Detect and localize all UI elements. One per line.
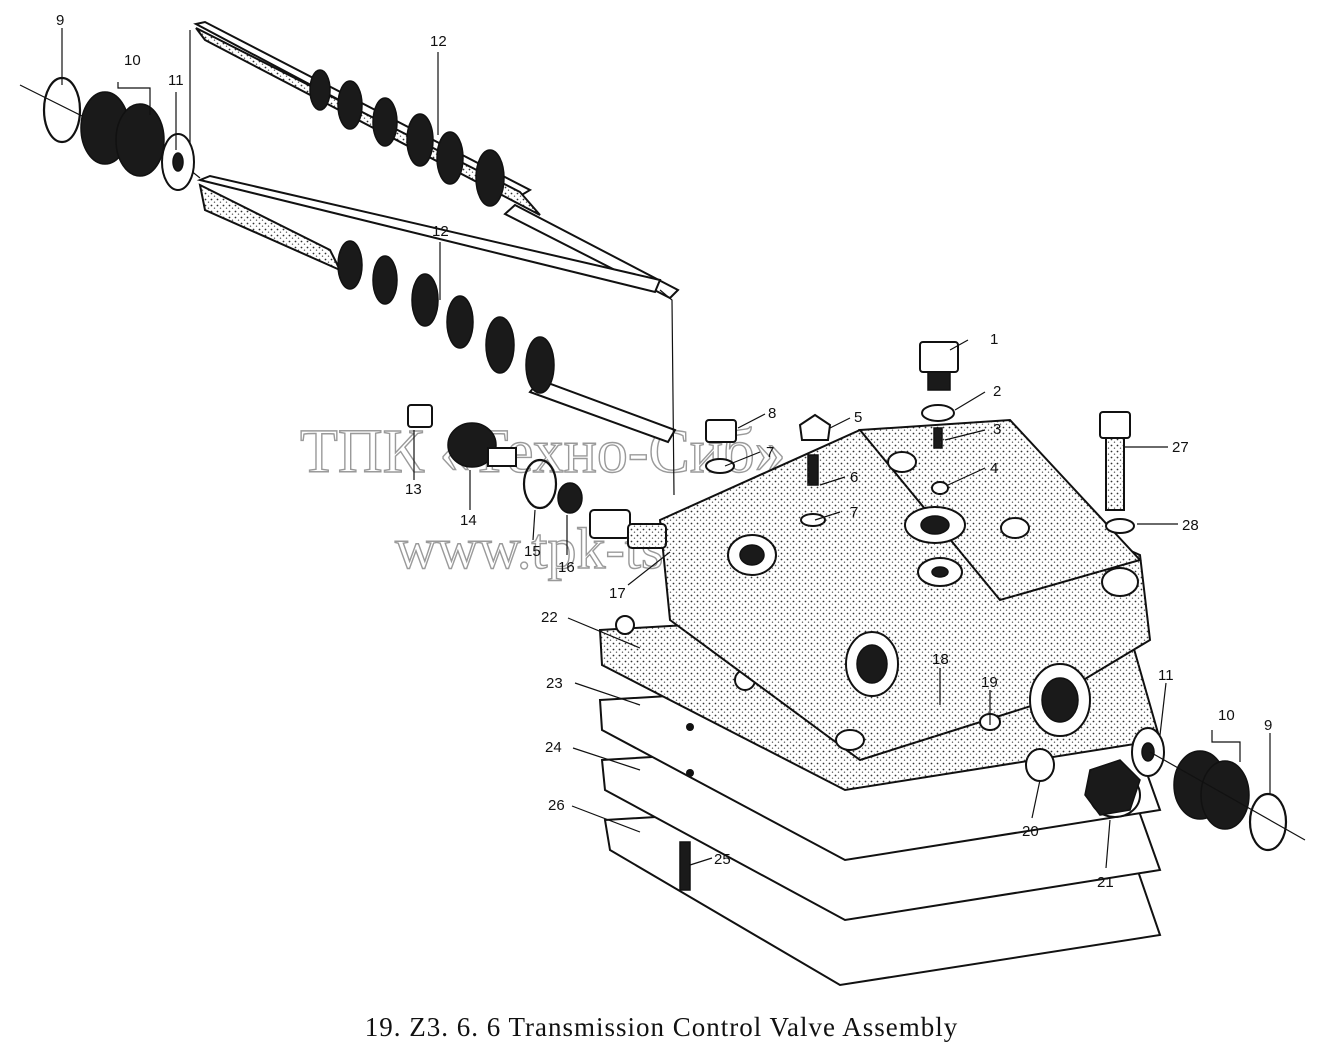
- callout-14: 14: [460, 512, 477, 529]
- spool-leader-right: [659, 289, 675, 496]
- spool-lower: [196, 174, 677, 444]
- right-end-parts: [679, 713, 1306, 891]
- callout-labels: 9 10 11 12 12 1 2 3 4 5 6 7 7 8 27 28 13…: [56, 12, 1272, 891]
- callout-3: 3: [993, 421, 1001, 438]
- callout-7-lower: 7: [850, 504, 858, 521]
- callout-28: 28: [1182, 517, 1199, 534]
- valve-body: [658, 418, 1152, 762]
- callout-24: 24: [545, 739, 562, 756]
- callout-21: 21: [1097, 874, 1114, 891]
- callout-10-right: 10: [1218, 707, 1235, 724]
- valve-parts-left: [407, 404, 667, 549]
- callout-25: 25: [714, 851, 731, 868]
- callout-23: 23: [546, 675, 563, 692]
- callout-17: 17: [609, 585, 626, 602]
- left-end-parts: [19, 76, 195, 191]
- figure-caption: 19. Z3. 6. 6 Transmission Control Valve …: [364, 1012, 959, 1042]
- callout-11-right: 11: [1158, 667, 1174, 684]
- callout-7-upper: 7: [766, 444, 774, 461]
- callout-26: 26: [548, 797, 565, 814]
- callout-27: 27: [1172, 439, 1189, 456]
- leader-lines: [61, 28, 1271, 869]
- callout-16: 16: [558, 559, 575, 576]
- callout-5: 5: [854, 409, 862, 426]
- callout-1: 1: [990, 331, 998, 348]
- callout-20: 20: [1022, 823, 1039, 840]
- callout-11-left: 11: [168, 72, 184, 89]
- callout-18: 18: [932, 651, 949, 668]
- callout-9-left: 9: [56, 12, 64, 29]
- callout-13: 13: [405, 481, 422, 498]
- callout-6: 6: [850, 469, 858, 486]
- callout-12-upper: 12: [430, 33, 447, 50]
- callout-4: 4: [990, 460, 998, 477]
- callout-22: 22: [541, 609, 558, 626]
- callout-12-lower: 12: [432, 223, 449, 240]
- callout-19: 19: [981, 674, 998, 691]
- callout-2: 2: [993, 383, 1001, 400]
- callout-10-left: 10: [124, 52, 141, 69]
- top-fittings: [705, 341, 1135, 534]
- callout-9-right: 9: [1264, 717, 1272, 734]
- callout-8: 8: [768, 405, 776, 422]
- spool-upper: [193, 20, 680, 300]
- callout-15: 15: [524, 543, 541, 560]
